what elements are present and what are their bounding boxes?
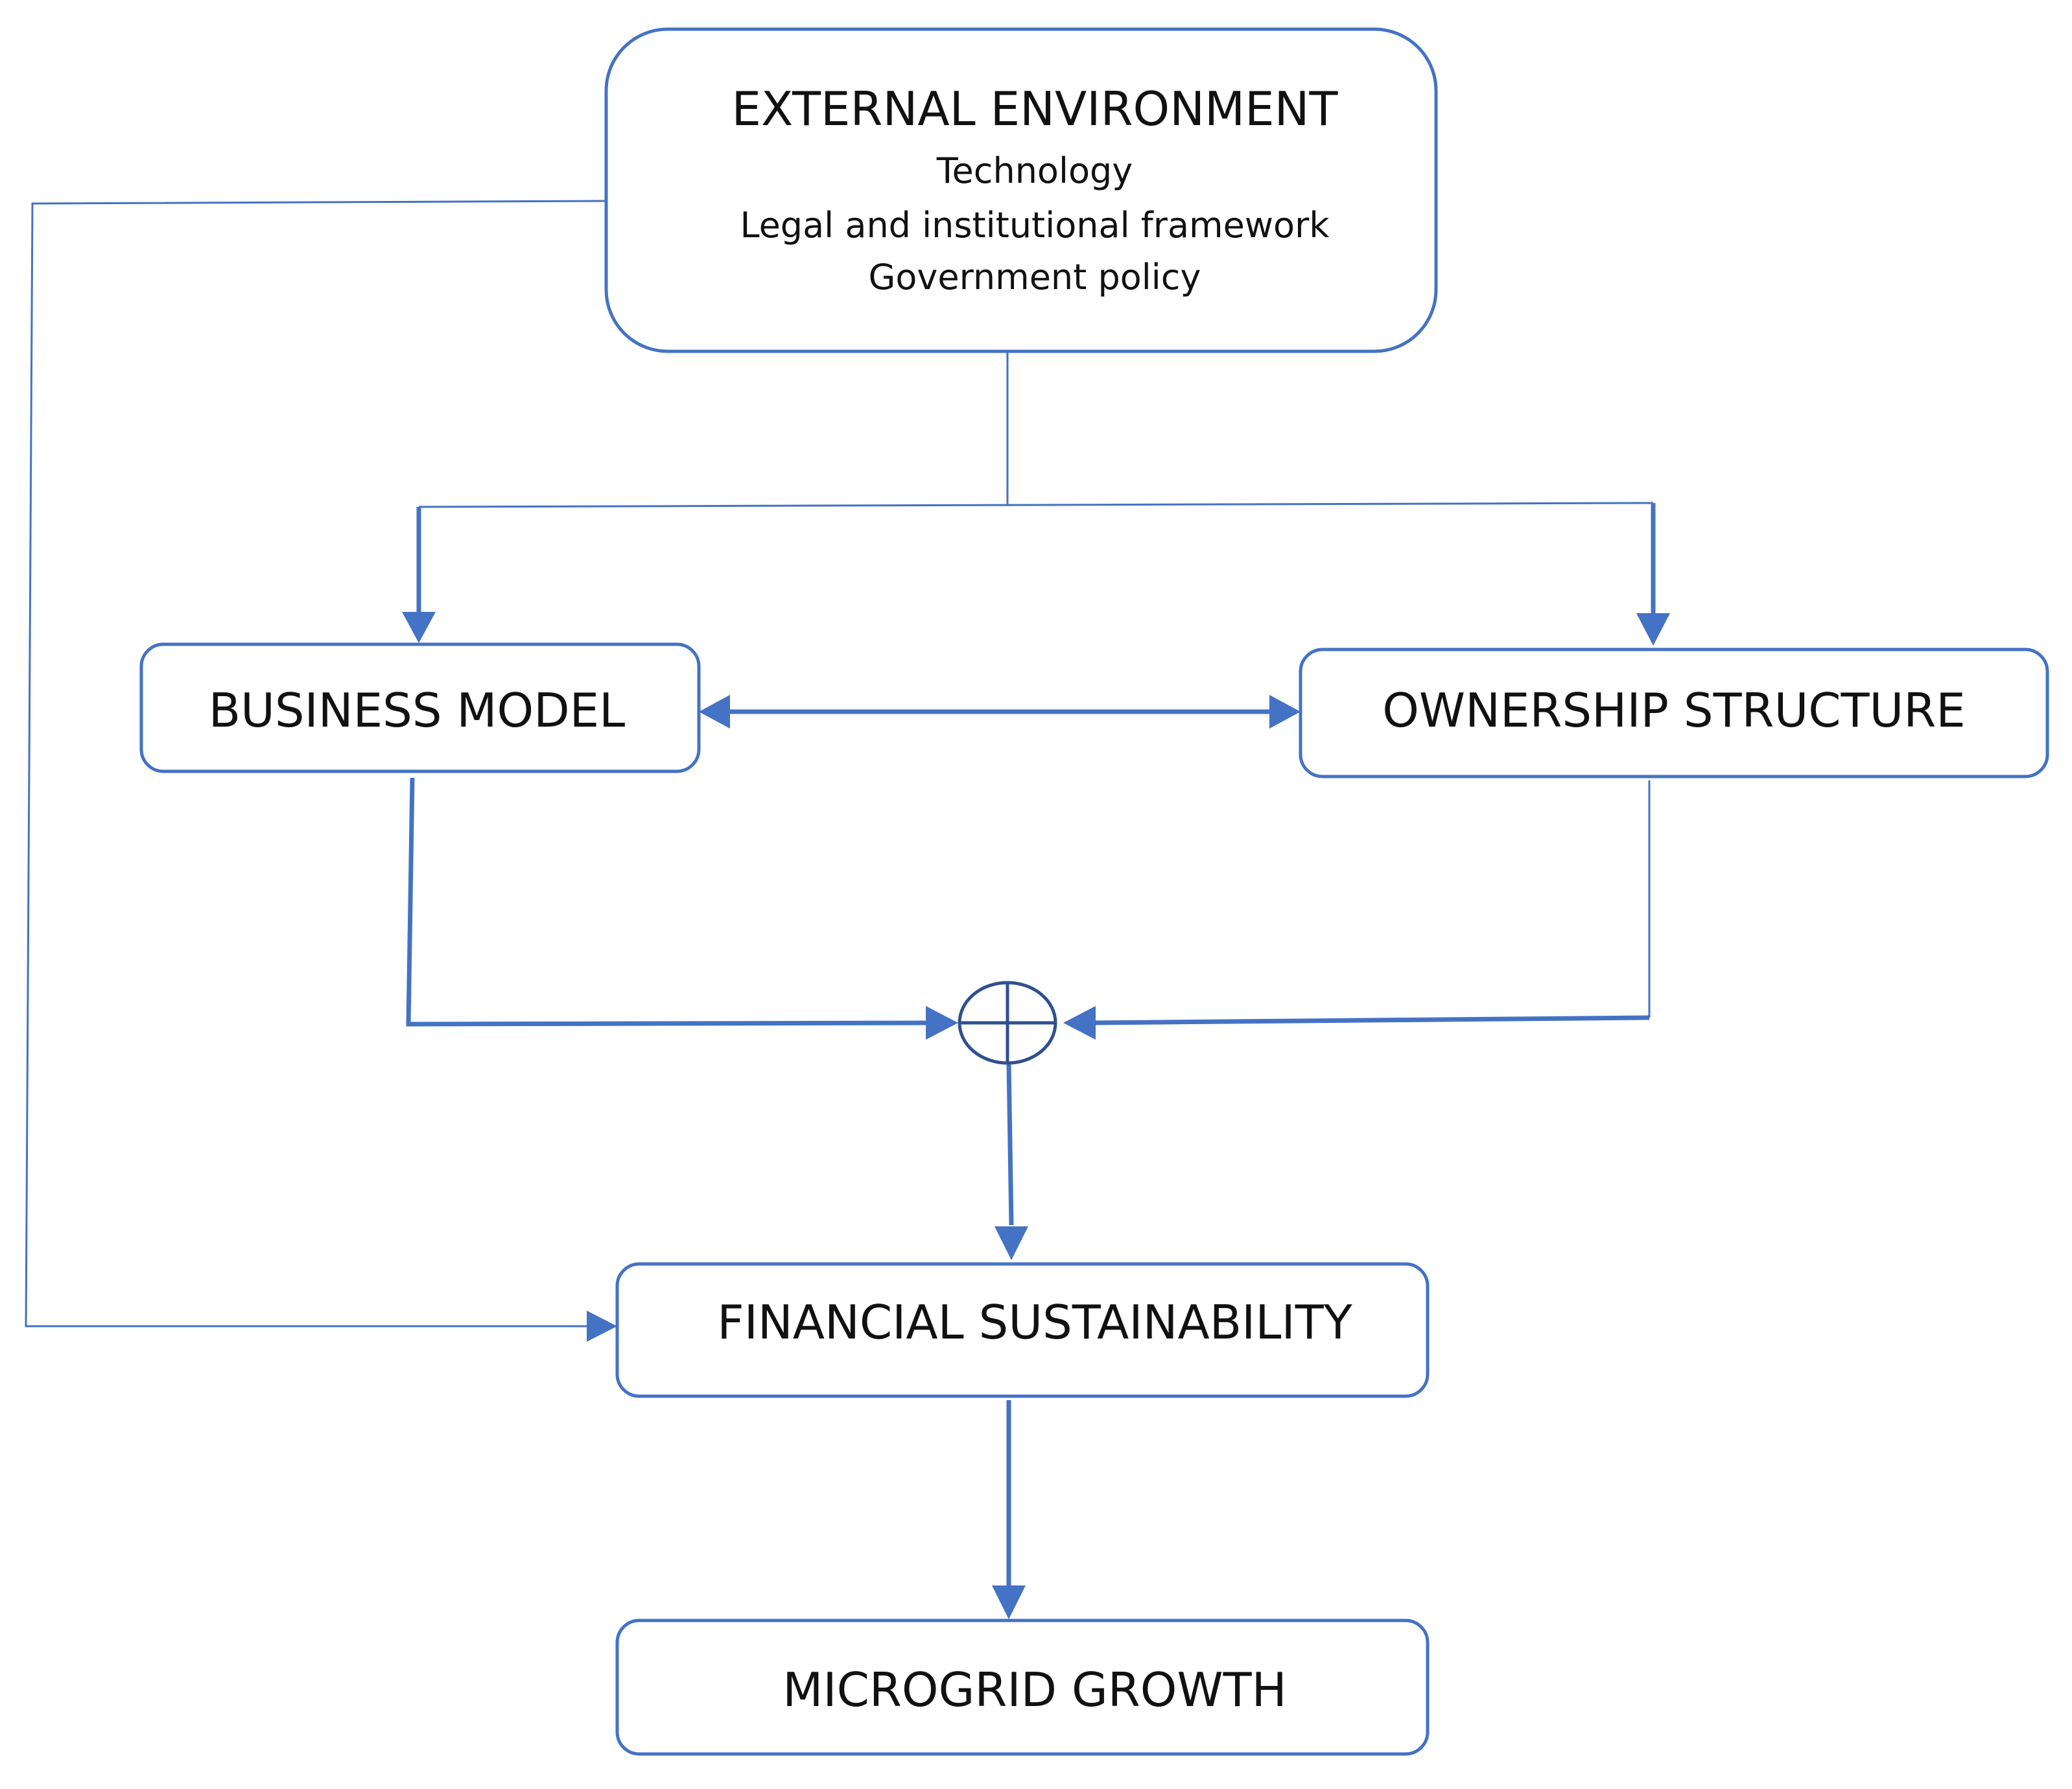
arrowhead-junction-to-financial xyxy=(995,1226,1028,1260)
arrowhead-financial-to-microgrid xyxy=(992,1585,1026,1619)
external-environment-item-legal-framework: Legal and institutional framework xyxy=(740,205,1330,246)
node-business-model-title: BUSINESS MODEL xyxy=(209,683,626,738)
node-microgrid-growth: MICROGRID GROWTH xyxy=(615,1619,1430,1756)
arrowhead-ownership-to-junction xyxy=(1063,1006,1096,1040)
arrowhead-to-ownership-right xyxy=(1269,695,1301,729)
node-financial-sustainability: FINANCIAL SUSTAINABILITY xyxy=(615,1262,1430,1398)
connector-ownership-to-junction xyxy=(1089,1015,1650,1025)
node-microgrid-growth-title: MICROGRID GROWTH xyxy=(783,1663,1287,1717)
connector-external-to-financial xyxy=(25,200,607,1327)
arrowhead-to-business-model-left xyxy=(699,695,730,729)
connector-split-line xyxy=(418,502,1654,508)
arrowhead-to-business-model xyxy=(402,612,436,643)
node-ownership-structure-title: OWNERSHIP STRUCTURE xyxy=(1382,683,1966,738)
node-financial-sustainability-title: FINANCIAL SUSTAINABILITY xyxy=(717,1295,1352,1350)
connector-business-to-junction xyxy=(406,777,934,1027)
arrowhead-to-ownership-structure xyxy=(1636,613,1670,646)
external-environment-item-government-policy: Government policy xyxy=(869,257,1201,298)
arrowhead-business-to-junction xyxy=(926,1006,958,1040)
external-environment-item-technology: Technology xyxy=(936,150,1133,191)
node-ownership-structure: OWNERSHIP STRUCTURE xyxy=(1299,648,2049,778)
node-business-model: BUSINESS MODEL xyxy=(139,642,701,773)
connector-junction-to-financial xyxy=(1006,1062,1014,1226)
arrowhead-external-to-financial xyxy=(587,1311,617,1342)
node-external-environment: EXTERNAL ENVIRONMENT Technology Legal an… xyxy=(604,27,1438,353)
summing-junction xyxy=(958,981,1057,1065)
node-external-environment-title: EXTERNAL ENVIRONMENT xyxy=(731,82,1338,136)
